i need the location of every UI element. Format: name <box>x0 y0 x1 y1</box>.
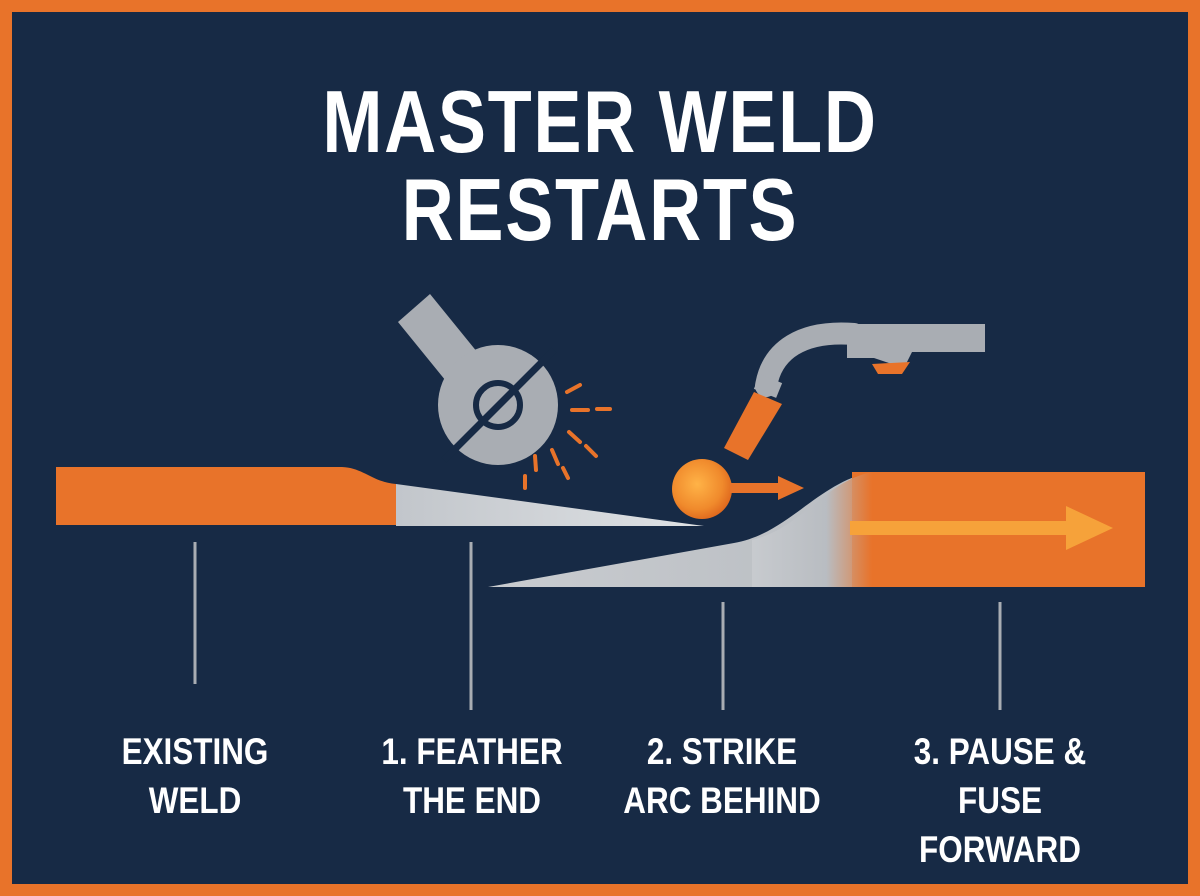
step-label-existing-weld: EXISTING WELD <box>93 728 297 826</box>
grinder-icon <box>398 294 612 490</box>
step-label-line2: ARC BEHIND <box>623 779 821 821</box>
step-label-line1: 3. PAUSE & <box>913 731 1087 772</box>
step-label-line2: WELD <box>148 779 242 821</box>
weld-diagram <box>56 294 1145 710</box>
step-label-strike: 2. STRIKE ARC BEHIND <box>620 728 824 826</box>
step-label-line1: EXISTING <box>121 731 269 772</box>
mig-torch-icon <box>724 322 985 460</box>
step-label-line2: THE END <box>402 779 542 821</box>
step-label-feather: 1. FEATHER THE END <box>370 728 574 826</box>
poster-frame: MASTER WELD RESTARTS <box>12 12 1188 884</box>
arrow-right-icon <box>850 506 1113 550</box>
step-label-line2: FUSE FORWARD <box>919 779 1081 870</box>
weld-puddle-icon <box>672 459 804 519</box>
leader-lines <box>193 542 1002 710</box>
existing-weld-bead <box>56 467 396 525</box>
step-label-line1: 1. FEATHER <box>381 731 563 772</box>
new-weld-bead-blend <box>752 472 872 587</box>
page-title: MASTER WELD RESTARTS <box>322 72 878 259</box>
feathered-taper <box>396 484 704 526</box>
step-label-line1: 2. STRIKE <box>646 731 798 772</box>
step-label-fuse: 3. PAUSE & FUSE FORWARD <box>898 728 1102 874</box>
